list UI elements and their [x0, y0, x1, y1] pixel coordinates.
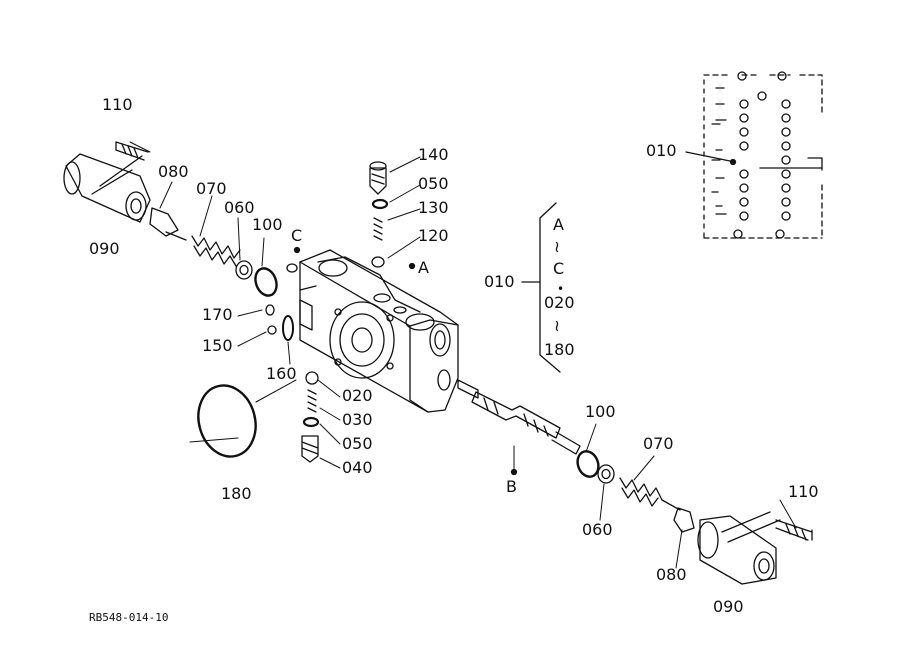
left-spool-assembly — [63, 141, 298, 280]
o-ring-100-bottom — [576, 450, 600, 478]
leader-lines — [129, 141, 797, 569]
callout-120: 120 — [418, 226, 449, 245]
bracket-item-020: 020 — [544, 293, 575, 312]
bracket-dot: • — [557, 282, 565, 296]
callout-b: B — [506, 477, 517, 496]
leader-010-inset — [685, 151, 731, 162]
callout-080-bottom: 080 — [656, 565, 687, 584]
callout-100-bottom: 100 — [585, 402, 616, 421]
bracket-item-180: 180 — [544, 340, 575, 359]
pointer-dot-a — [408, 262, 416, 270]
callout-170: 170 — [202, 305, 233, 324]
callout-010-inset: 010 — [646, 141, 677, 160]
callout-090-bottom: 090 — [713, 597, 744, 616]
callout-150: 150 — [202, 336, 233, 355]
callout-110-top: 110 — [102, 95, 133, 114]
bracket-tilde-1: ≀ — [554, 237, 560, 256]
callout-110-bottom: 110 — [788, 482, 819, 501]
callout-100-top: 100 — [252, 215, 283, 234]
pointer-dot-c — [293, 246, 301, 254]
callout-180: 180 — [221, 484, 252, 503]
callout-140: 140 — [418, 145, 449, 164]
o-ring-170 — [265, 304, 275, 316]
callout-070-bottom: 070 — [643, 434, 674, 453]
o-ring-180 — [197, 384, 257, 458]
callout-080-top: 080 — [158, 162, 189, 181]
callout-a: A — [418, 258, 429, 277]
lower-plug-stack — [301, 371, 319, 463]
callout-040: 040 — [342, 458, 373, 477]
bracket-item-a: A — [553, 215, 564, 234]
list-bracket — [539, 202, 561, 373]
o-ring-160 — [282, 315, 294, 341]
figure-id: RB548-014-10 — [89, 611, 169, 624]
valve-body — [299, 249, 459, 413]
top-plug-stack — [369, 161, 387, 268]
callout-030: 030 — [342, 410, 373, 429]
inset-pointer-dot — [729, 158, 737, 166]
callout-060-bottom: 060 — [582, 520, 613, 539]
callout-010-bracket: 010 — [484, 272, 515, 291]
right-spool — [457, 379, 813, 585]
callout-090-top: 090 — [89, 239, 120, 258]
bracket-item-c: C — [553, 259, 565, 278]
o-ring-050-low — [302, 416, 320, 428]
callout-070-top: 070 — [196, 179, 227, 198]
callout-060-top: 060 — [224, 198, 255, 217]
callout-160: 160 — [266, 364, 297, 383]
bracket-tilde-2: ≀ — [554, 316, 560, 335]
callout-020: 020 — [342, 386, 373, 405]
o-ring-100-left — [254, 267, 278, 297]
inset-block-outline — [703, 71, 823, 239]
o-ring-050-top — [371, 198, 389, 210]
callout-050-low: 050 — [342, 434, 373, 453]
callout-c: C — [291, 226, 303, 245]
callout-130: 130 — [418, 198, 449, 217]
part-150 — [267, 325, 277, 335]
pointer-dot-b — [510, 468, 518, 476]
callout-050-top: 050 — [418, 174, 449, 193]
